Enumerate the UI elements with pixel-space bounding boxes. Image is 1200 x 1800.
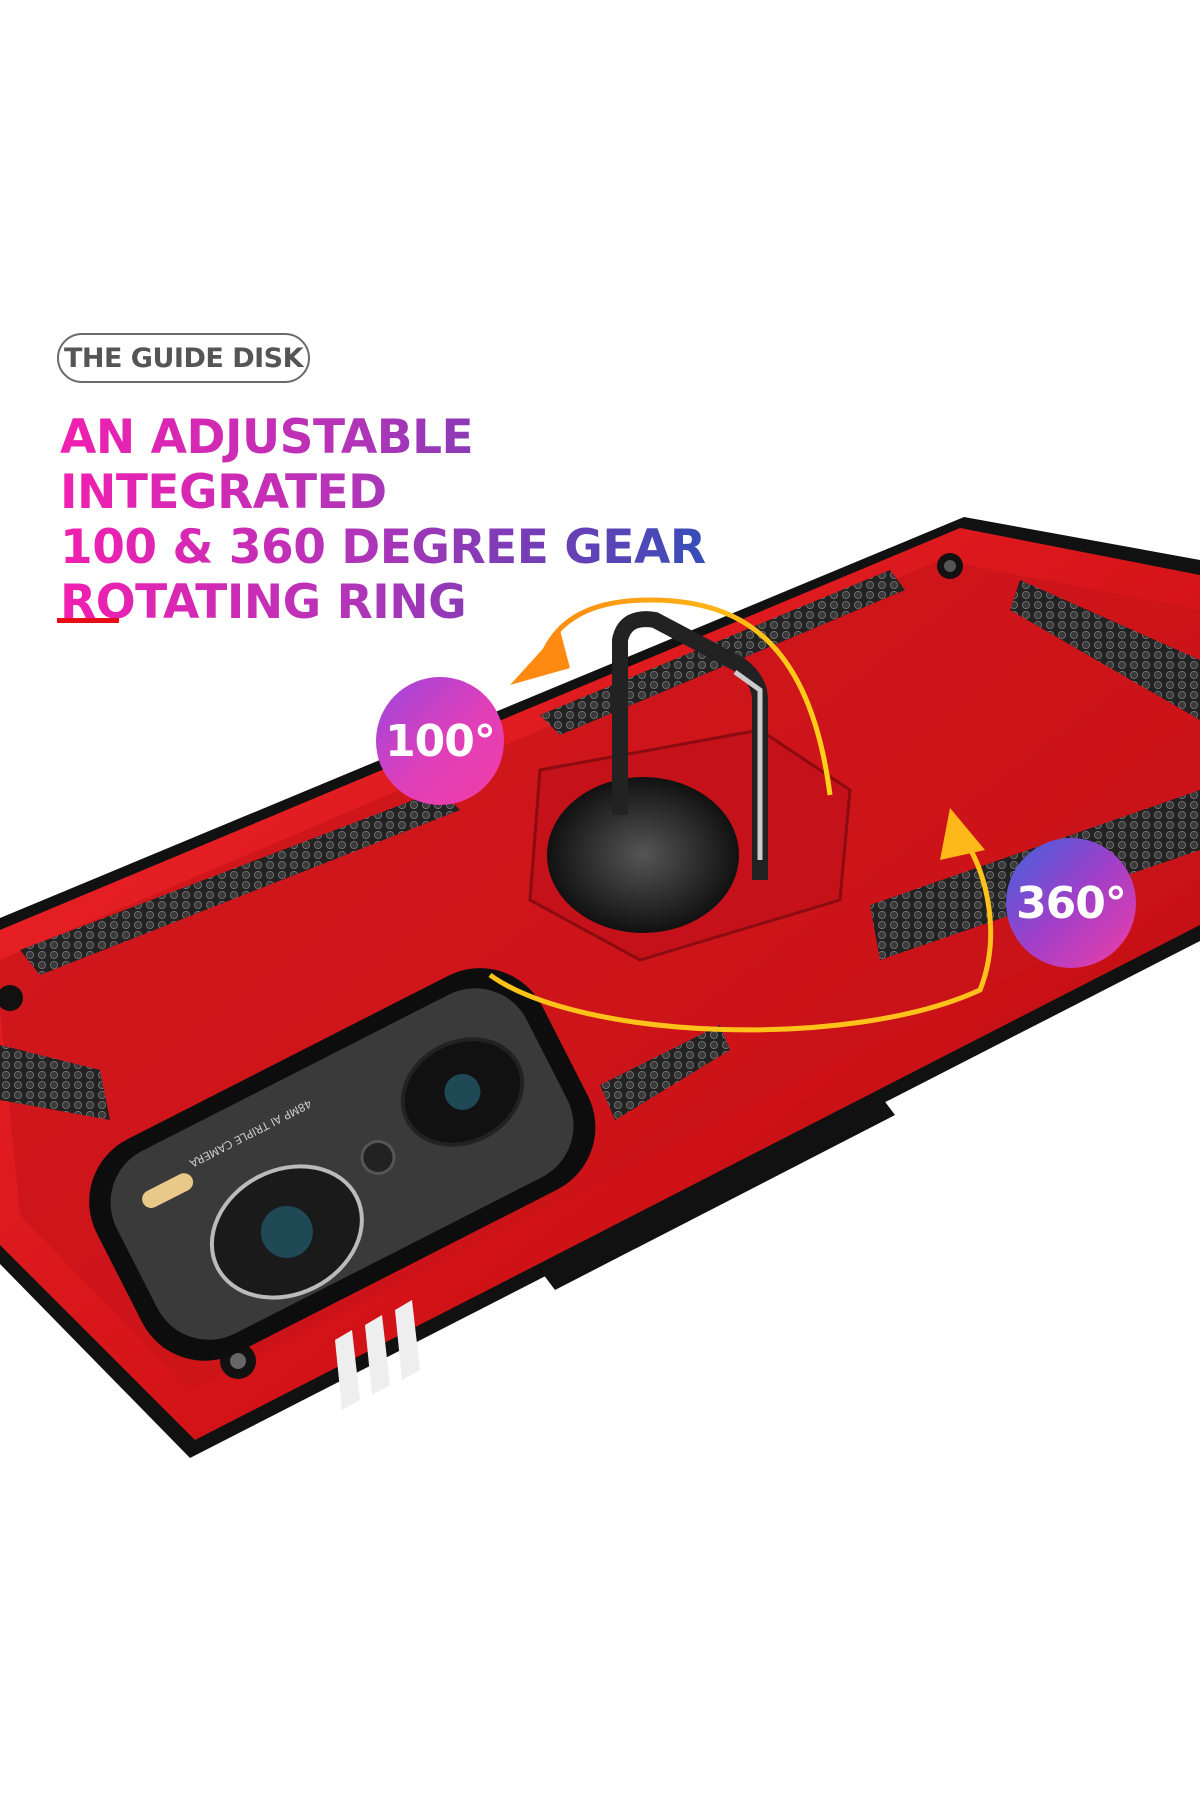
headline-line-1: AN ADJUSTABLE INTEGRATED bbox=[60, 410, 780, 520]
section-label: THE GUIDE DISK bbox=[57, 333, 310, 383]
headline-line-3: ROTATING RING bbox=[60, 575, 780, 630]
camera-module: 48MP AI TRIPLE CAMERA bbox=[89, 968, 596, 1361]
ring-holder bbox=[528, 611, 852, 962]
headline-line-2: 100 & 360 DEGREE GEAR bbox=[60, 520, 780, 575]
rotation-arrows bbox=[488, 597, 994, 1033]
arrow-head-left bbox=[510, 630, 570, 685]
accent-divider bbox=[57, 618, 119, 623]
headline: AN ADJUSTABLE INTEGRATED 100 & 360 DEGRE… bbox=[60, 410, 780, 630]
arrow-head-right bbox=[940, 808, 985, 860]
side-vents bbox=[335, 1300, 420, 1410]
badge-360-degree: 360° bbox=[1006, 838, 1136, 968]
badge-100-degree: 100° bbox=[376, 677, 504, 805]
